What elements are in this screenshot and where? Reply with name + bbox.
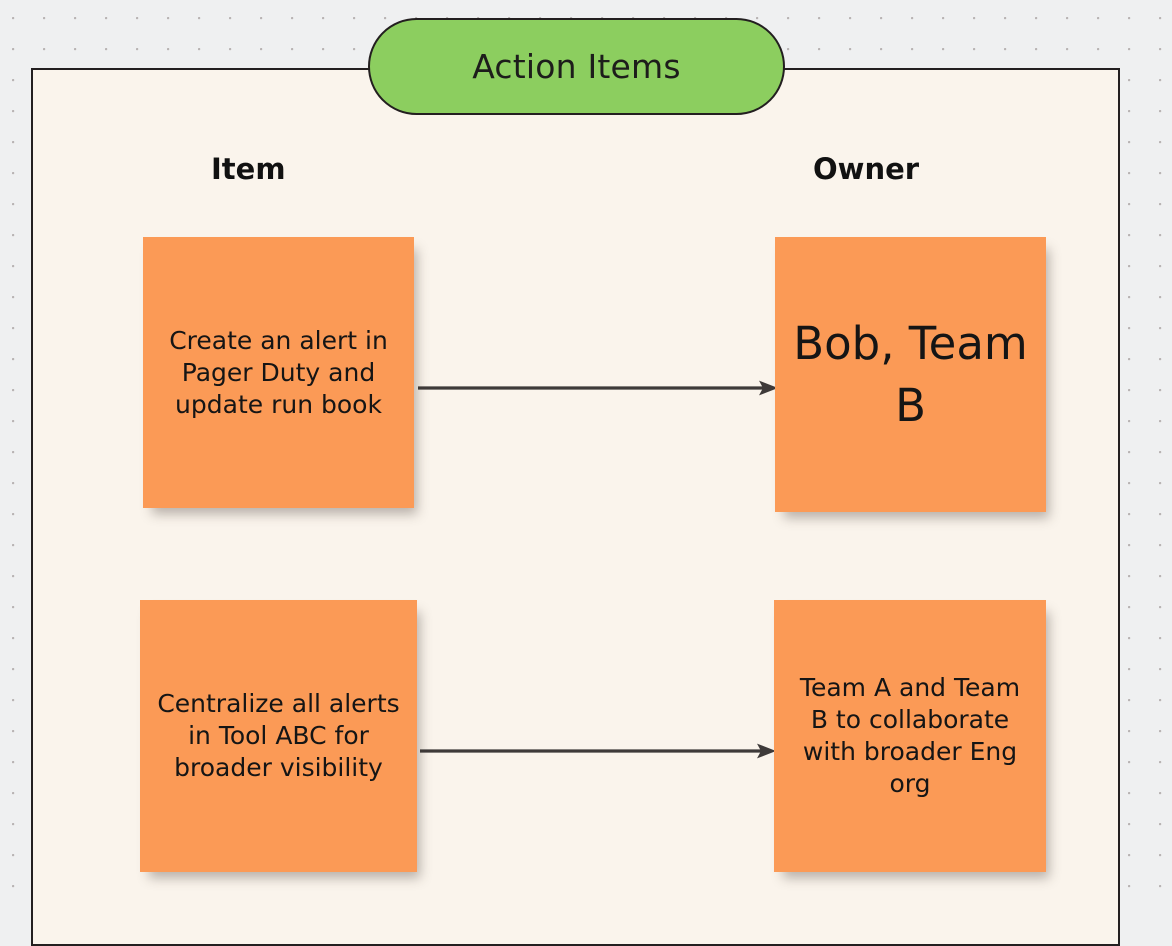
sticky-note-text: Bob, Team B <box>793 317 1028 432</box>
column-header-owner: Owner <box>813 152 920 186</box>
arrow-right-icon-row-1[interactable] <box>418 375 778 401</box>
sticky-note-owner-1[interactable]: Bob, Team B <box>775 237 1046 512</box>
column-header-item: Item <box>211 152 286 186</box>
sticky-note-text: Create an alert in Pager Duty and update… <box>169 325 388 419</box>
board-title-pill[interactable]: Action Items <box>368 18 785 115</box>
page-title: Action Items <box>472 47 681 86</box>
sticky-note-text: Team A and Team B to collaborate with br… <box>799 673 1021 798</box>
sticky-note-text: Centralize all alerts in Tool ABC for br… <box>157 689 400 782</box>
sticky-note-item-2[interactable]: Centralize all alerts in Tool ABC for br… <box>140 600 417 872</box>
sticky-note-owner-2[interactable]: Team A and Team B to collaborate with br… <box>774 600 1046 872</box>
sticky-note-item-1[interactable]: Create an alert in Pager Duty and update… <box>143 237 414 508</box>
arrow-right-icon-row-2[interactable] <box>420 738 776 764</box>
